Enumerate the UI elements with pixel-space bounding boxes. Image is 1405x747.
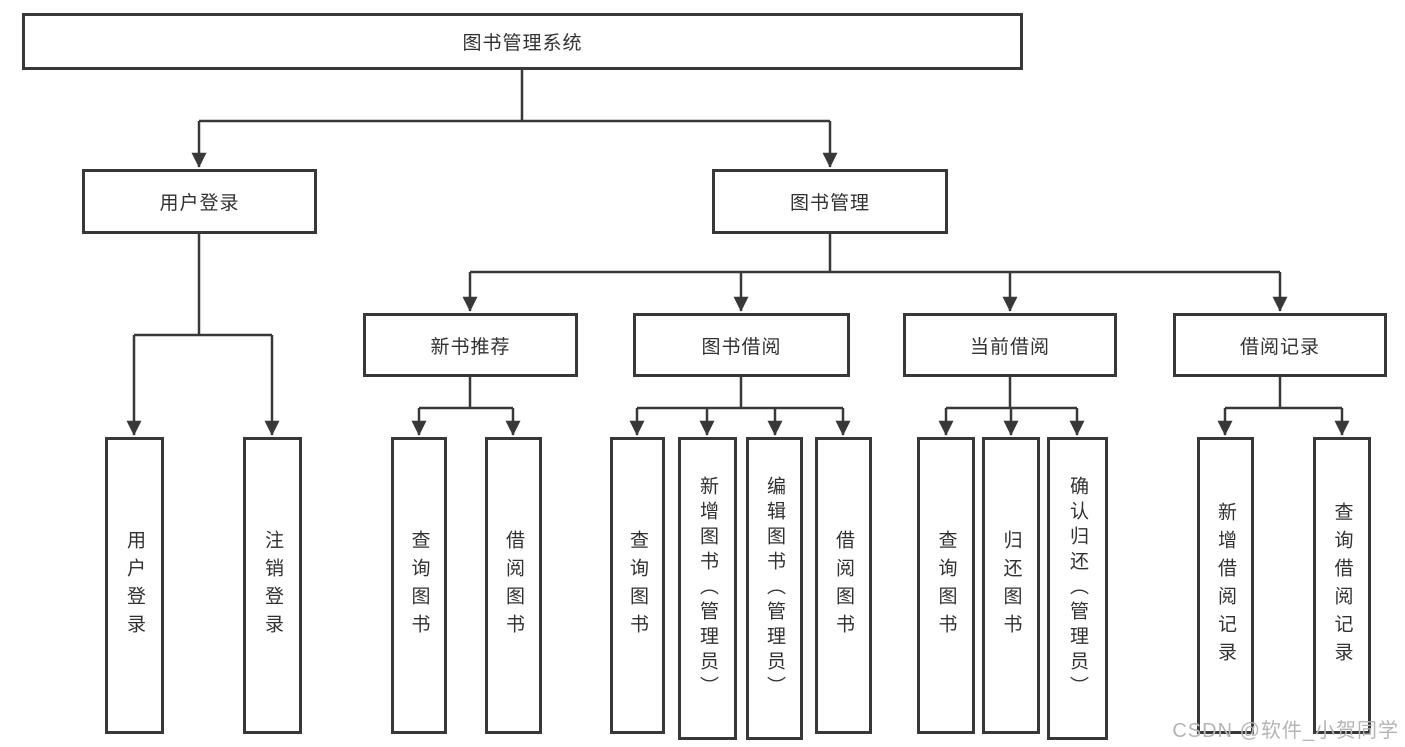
leaf-add-books-admin: 新增图书（管理员） (678, 437, 737, 740)
node-current-borrowing: 当前借阅 (903, 313, 1117, 377)
node-borrowing-records: 借阅记录 (1173, 313, 1387, 377)
leaf-query-borrow-record: 查询借阅记录 (1313, 437, 1371, 734)
leaf-edit-books-admin: 编辑图书（管理员） (746, 437, 803, 740)
leaf-confirm-return-admin: 确认归还（管理员） (1047, 437, 1108, 740)
leaf-return-books: 归还图书 (982, 437, 1040, 734)
leaf-borrow-books: 借阅图书 (815, 437, 872, 734)
leaf-add-borrow-record: 新增借阅记录 (1197, 437, 1254, 734)
leaf-logout: 注销登录 (243, 437, 302, 734)
leaf-borrow-books: 借阅图书 (485, 437, 542, 734)
leaf-query-books: 查询图书 (610, 437, 665, 734)
node-library-management-system: 图书管理系统 (22, 13, 1023, 70)
node-user-login: 用户登录 (82, 169, 317, 234)
leaf-query-books: 查询图书 (917, 437, 975, 734)
leaf-query-books: 查询图书 (391, 437, 447, 734)
leaf-user-login: 用户登录 (105, 437, 164, 734)
node-new-book-recommend: 新书推荐 (363, 313, 578, 377)
node-book-management: 图书管理 (712, 169, 948, 234)
node-book-borrowing: 图书借阅 (633, 313, 850, 377)
csdn-watermark: CSDN @软件_小贺同学 (1172, 720, 1399, 742)
